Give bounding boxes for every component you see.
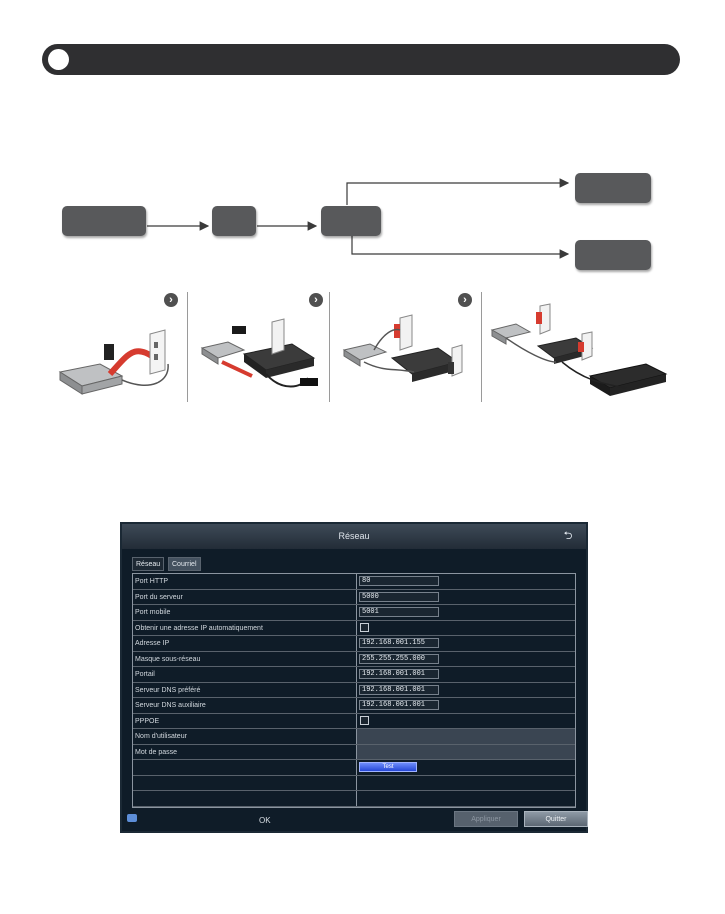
setting-input[interactable]: 192.168.001.001 [359, 669, 439, 679]
setting-label: Port HTTP [135, 578, 169, 585]
settings-row: Test [133, 760, 575, 776]
step-1-next-icon: › [164, 293, 178, 307]
step-1-illustration [58, 329, 169, 395]
setting-value-cell [356, 713, 575, 728]
setting-input[interactable]: 80 [359, 576, 439, 586]
step-3-next-icon: › [458, 293, 472, 307]
panel-divider [329, 292, 330, 402]
status-text: OK [259, 816, 271, 825]
setting-label: Portail [135, 671, 155, 678]
tab-network[interactable]: Réseau [132, 557, 165, 571]
setting-input[interactable]: 5001 [359, 607, 439, 617]
settings-row: Port du serveur 5000 [133, 589, 575, 605]
settings-row: Serveur DNS auxiliaire 192.168.001.001 [133, 698, 575, 714]
settings-row: Nom d'utilisateur [133, 729, 575, 745]
setting-label: Serveur DNS auxiliaire [135, 702, 206, 709]
step-3-illustration [342, 314, 463, 382]
setting-value-cell: Test [356, 760, 575, 775]
setting-value-cell: 192.168.001.001 [356, 667, 575, 682]
setting-text-field[interactable] [357, 729, 575, 744]
settings-row: PPPOE [133, 713, 575, 729]
setting-input[interactable]: 192.168.001.001 [359, 700, 439, 710]
settings-row: Port HTTP 80 [133, 574, 575, 590]
settings-row: Mot de passe [133, 744, 575, 760]
dialog-title: Réseau [338, 531, 370, 541]
section-bullet [48, 49, 69, 70]
flow-box-router [321, 206, 381, 236]
setting-checkbox[interactable] [360, 715, 369, 725]
settings-row: Serveur DNS préféré 192.168.001.001 [133, 682, 575, 698]
flow-box-cable [212, 206, 256, 236]
connection-flow-diagram [147, 178, 570, 259]
setting-label: Obtenir une adresse IP automatiquement [135, 624, 263, 632]
panel-divider [187, 292, 188, 402]
settings-row: Portail 192.168.001.001 [133, 667, 575, 683]
computer-icon [127, 814, 137, 822]
flow-box-modem [62, 206, 146, 236]
quit-button[interactable]: Quitter [524, 811, 588, 827]
settings-row: Obtenir une adresse IP automatiquement [133, 620, 575, 636]
setting-label: Serveur DNS préféré [135, 686, 201, 694]
setting-label: Port du serveur [135, 593, 183, 601]
setting-value-cell: 192.168.001.001 [356, 682, 575, 697]
settings-row: Adresse IP 192.168.001.155 [133, 636, 575, 652]
setting-value-cell: 192.168.001.155 [356, 636, 575, 651]
flow-arrow-down [351, 236, 570, 259]
tab-email[interactable]: Courriel [168, 557, 201, 571]
setting-label: Port mobile [135, 609, 171, 616]
step-4-illustration [490, 303, 668, 396]
setting-input[interactable]: 192.168.001.155 [359, 638, 439, 648]
setting-label: Nom d'utilisateur [135, 733, 187, 740]
apply-button[interactable]: Appliquer [454, 811, 518, 827]
flow-arrow-up [346, 178, 570, 205]
settings-row: Masque sous-réseau 255.255.255.000 [133, 651, 575, 667]
settings-row [133, 791, 575, 807]
setting-value-cell [356, 620, 575, 635]
flow-box-top-target [575, 173, 651, 203]
step-2-illustration [200, 318, 318, 388]
setting-label: Masque sous-réseau [135, 655, 201, 663]
setting-checkbox[interactable] [360, 622, 369, 632]
setting-label: PPPOE [135, 717, 160, 725]
panel-divider [481, 292, 482, 402]
setting-input[interactable]: 5000 [359, 591, 439, 602]
setting-value-cell: 192.168.001.001 [356, 698, 575, 713]
setting-value-cell: 255.255.255.000 [356, 651, 575, 666]
tab-network-label: Réseau [136, 561, 161, 568]
setting-value-cell [356, 729, 575, 744]
setting-value-cell: 80 [356, 574, 575, 589]
setting-text-field[interactable] [357, 744, 575, 759]
setting-input[interactable]: 192.168.001.001 [359, 684, 439, 695]
setting-label: Mot de passe [135, 748, 178, 756]
settings-row [133, 775, 575, 791]
setting-value-cell: 5001 [356, 605, 575, 620]
setting-input[interactable]: 255.255.255.000 [359, 653, 439, 664]
setting-value-cell: 5000 [356, 589, 575, 604]
flow-box-bottom-target [575, 240, 651, 270]
setting-value-cell [356, 791, 575, 806]
tab-email-label: Courriel [172, 561, 197, 568]
step-2-next-icon: › [309, 293, 323, 307]
section-header-bar [42, 44, 680, 75]
test-button[interactable]: Test [359, 762, 417, 772]
setting-label: Adresse IP [135, 640, 170, 647]
settings-row: Port mobile 5001 [133, 605, 575, 621]
setting-value-cell [356, 744, 575, 759]
setting-value-cell [356, 775, 575, 790]
dialog-title-bar: Réseau ⮌ [122, 524, 586, 549]
back-arrow-icon[interactable]: ⮌ [563, 530, 573, 542]
